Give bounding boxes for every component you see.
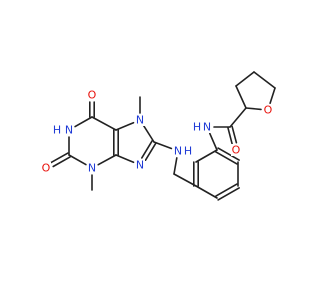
atom-label-nh: N bbox=[174, 145, 182, 158]
atom-label-oam: O bbox=[232, 144, 241, 157]
bond-cam-oam-b bbox=[231, 125, 238, 144]
atom-label-background bbox=[87, 162, 97, 174]
atom-label-background bbox=[64, 124, 74, 136]
bond-ar6-ar1 bbox=[195, 185, 218, 199]
atom-label-n9: N bbox=[136, 159, 144, 172]
bond-ar3-na bbox=[209, 132, 218, 151]
atom-label-background bbox=[87, 89, 97, 101]
atom-o1: O bbox=[87, 89, 97, 102]
atom-oam: O bbox=[231, 144, 241, 157]
atom-h1: H bbox=[52, 124, 62, 137]
atom-n9: N bbox=[135, 159, 145, 172]
atom-label-hnh: H bbox=[184, 145, 192, 158]
atom-label-background bbox=[183, 145, 193, 157]
bond-c2-n3 bbox=[68, 154, 87, 166]
bond-cth4-cth3 bbox=[253, 71, 276, 89]
bond-c8-n9-b bbox=[144, 142, 157, 161]
bond-ch2-ar1 bbox=[173, 173, 197, 187]
bond-oth-cth4 bbox=[269, 87, 276, 105]
bond-ar3-ar4-a bbox=[215, 151, 238, 165]
bond-c5-n7 bbox=[115, 121, 135, 131]
atom-n7: N bbox=[135, 114, 145, 127]
atom-o2: O bbox=[41, 162, 51, 175]
atom-label-na: N bbox=[203, 121, 211, 134]
bond-ar5-ar6-a bbox=[215, 183, 238, 197]
atom-label-oth: O bbox=[264, 104, 273, 117]
bond-n9-c4 bbox=[115, 154, 135, 164]
bond-cam-cth1 bbox=[229, 107, 247, 128]
atom-oth: O bbox=[263, 104, 273, 117]
atom-n1: N bbox=[64, 124, 74, 137]
bond-ar2-ar3 bbox=[195, 149, 218, 163]
atom-n3: N bbox=[87, 162, 97, 175]
bond-c8-n9-a bbox=[141, 140, 153, 159]
atom-na: N bbox=[202, 121, 212, 134]
bond-ar3-ar4-b bbox=[217, 147, 240, 161]
bond-c8-nh bbox=[153, 141, 173, 150]
atom-label-o2: O bbox=[42, 162, 51, 175]
bond-nh-ch2 bbox=[173, 157, 178, 175]
bond-c6-n1 bbox=[74, 116, 93, 128]
atom-label-background bbox=[202, 121, 212, 133]
atom-label-background bbox=[173, 145, 183, 157]
bond-cth2-cth1 bbox=[235, 85, 247, 109]
bond-n7-c8 bbox=[143, 125, 155, 143]
atom-label-background bbox=[263, 104, 273, 116]
bond-cam-oam-a bbox=[227, 126, 233, 145]
bond-cth1-oth bbox=[245, 107, 262, 111]
bond-ar5-ar6-b bbox=[217, 187, 240, 201]
atom-label-o1: O bbox=[88, 89, 97, 102]
atom-label-background bbox=[135, 114, 145, 126]
atom-nh: N bbox=[173, 145, 183, 158]
bond-c2-o2-a bbox=[50, 152, 69, 164]
atom-label-background bbox=[41, 162, 51, 174]
bond-c2-o2-b bbox=[52, 156, 71, 168]
bonds-layer bbox=[50, 71, 276, 201]
atom-hnh: H bbox=[183, 145, 193, 158]
atom-hna: H bbox=[192, 121, 202, 134]
atom-label-n7: N bbox=[136, 114, 144, 127]
atom-label-background bbox=[135, 159, 145, 171]
atom-label-hna: H bbox=[193, 121, 201, 134]
atom-label-h1: H bbox=[53, 124, 61, 137]
atom-label-n3: N bbox=[88, 162, 96, 175]
atom-label-background bbox=[231, 144, 241, 156]
bond-c5-c6 bbox=[91, 116, 117, 131]
bond-cth3-cth2 bbox=[235, 71, 255, 87]
atom-label-n1: N bbox=[65, 124, 73, 137]
bond-n3-c4 bbox=[97, 154, 117, 166]
atom-label-background bbox=[52, 124, 62, 136]
atom-label-background bbox=[192, 121, 202, 133]
